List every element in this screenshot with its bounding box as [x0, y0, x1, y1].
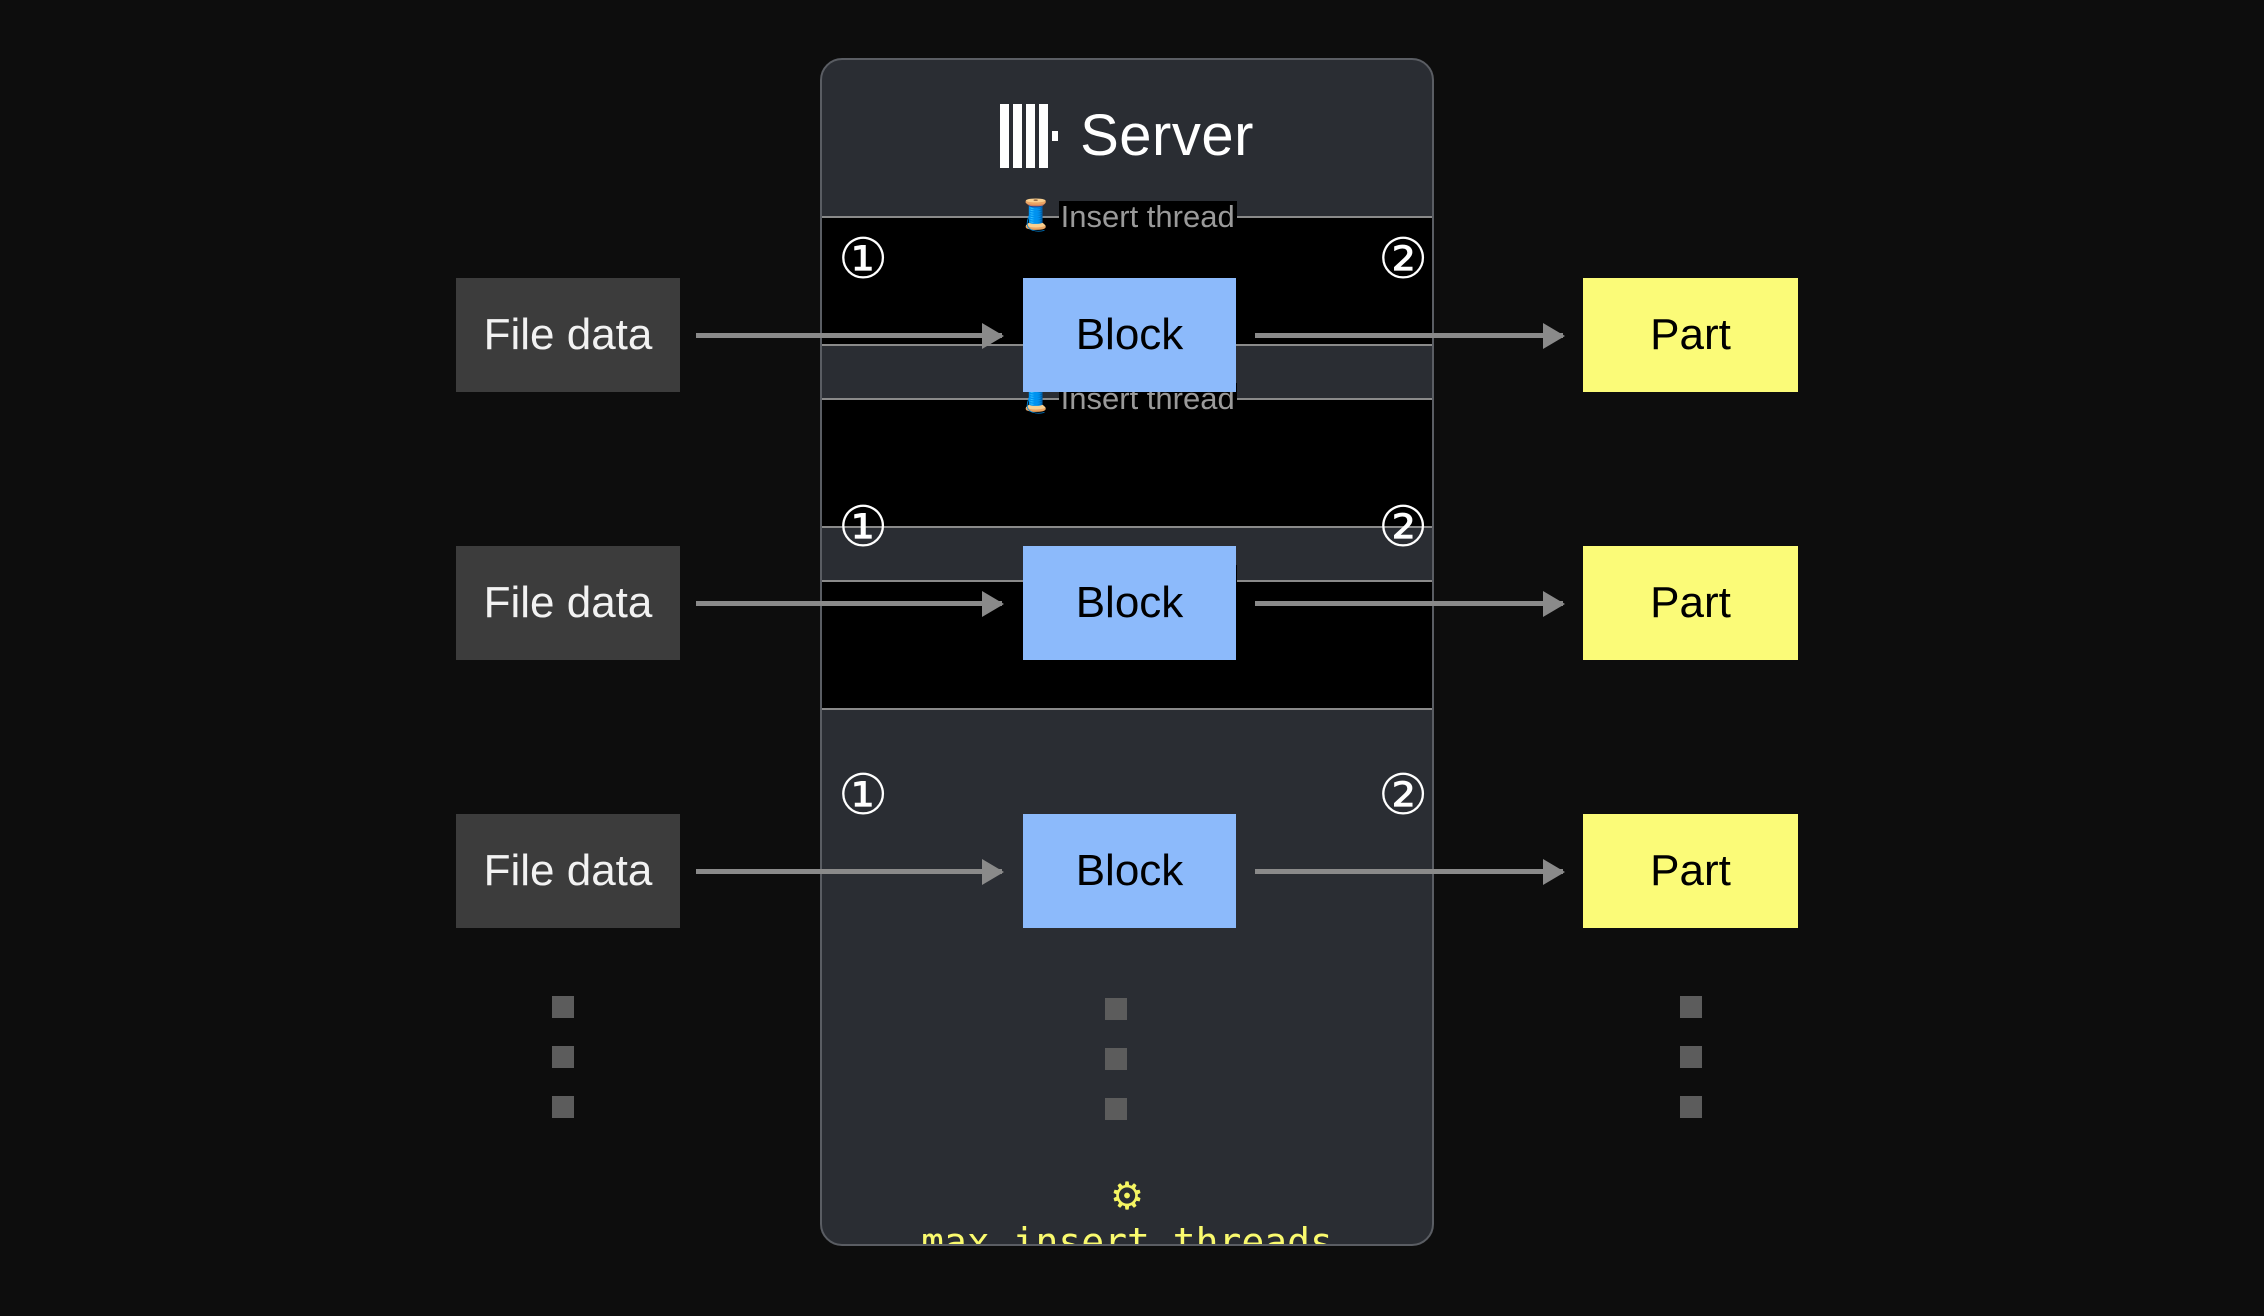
step-marker-2: ②: [1378, 495, 1429, 558]
ellipsis-square: [1105, 1048, 1127, 1070]
part-box: Part: [1583, 814, 1798, 928]
ellipsis-middle: [1105, 998, 1127, 1120]
ellipsis-left: [552, 996, 574, 1118]
block-box: Block: [1023, 546, 1236, 660]
block-box: Block: [1023, 814, 1236, 928]
ellipsis-square: [1105, 998, 1127, 1020]
file-data-label: File data: [483, 578, 653, 627]
step-marker-1: ①: [838, 763, 889, 826]
file-data-label: File data: [483, 846, 653, 895]
step-marker-2: ②: [1378, 227, 1429, 290]
ellipsis-square: [1680, 1046, 1702, 1068]
block-label: Block: [1075, 578, 1184, 627]
ellipsis-square: [1105, 1098, 1127, 1120]
setting-footer: ⚙ max_insert_threads: [822, 1176, 1432, 1246]
server-title: Server: [1080, 103, 1254, 168]
arrow-file-to-block: [696, 601, 1002, 606]
part-label: Part: [1650, 578, 1731, 627]
file-data-box: File data: [456, 546, 680, 660]
ellipsis-square: [1680, 1096, 1702, 1118]
step-marker-1: ①: [838, 227, 889, 290]
step-marker-2: ②: [1378, 763, 1429, 826]
ellipsis-square: [552, 1096, 574, 1118]
clickhouse-logo-icon: [1000, 104, 1059, 168]
ellipsis-right: [1680, 996, 1702, 1118]
block-box: Block: [1023, 278, 1236, 392]
file-data-box: File data: [456, 278, 680, 392]
part-label: Part: [1650, 310, 1731, 359]
arrow-file-to-block: [696, 869, 1002, 874]
file-data-label: File data: [483, 310, 653, 359]
part-box: Part: [1583, 546, 1798, 660]
ellipsis-square: [552, 1046, 574, 1068]
block-label: Block: [1075, 846, 1184, 895]
insert-thread-band: [822, 398, 1432, 528]
step-marker-1: ①: [838, 495, 889, 558]
server-header: Server: [822, 60, 1432, 212]
setting-name: max_insert_threads: [921, 1220, 1333, 1246]
file-data-box: File data: [456, 814, 680, 928]
gear-icon: ⚙: [1109, 1176, 1145, 1218]
ellipsis-square: [1680, 996, 1702, 1018]
part-box: Part: [1583, 278, 1798, 392]
arrow-block-to-part: [1255, 333, 1563, 338]
arrow-file-to-block: [696, 333, 1002, 338]
block-label: Block: [1075, 310, 1184, 359]
ellipsis-square: [552, 996, 574, 1018]
arrow-block-to-part: [1255, 601, 1563, 606]
part-label: Part: [1650, 846, 1731, 895]
arrow-block-to-part: [1255, 869, 1563, 874]
